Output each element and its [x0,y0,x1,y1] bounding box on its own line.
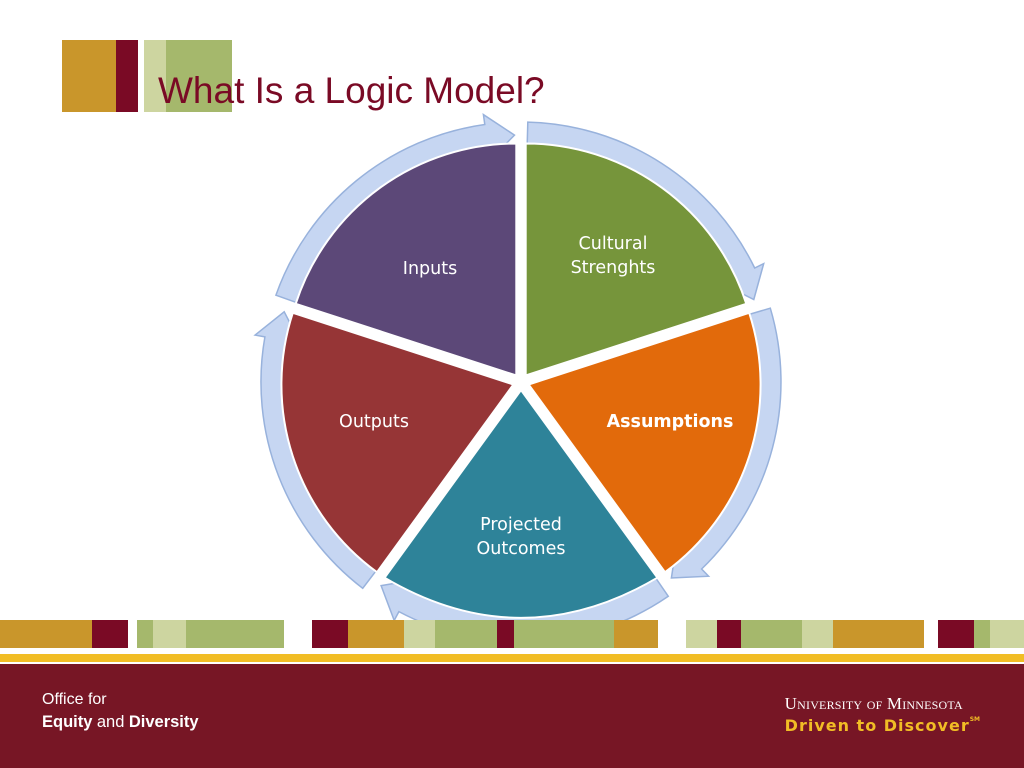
label-projected-outcomes-line: Outcomes [477,539,566,559]
stripe-block-5 [186,620,284,648]
segment-cultural-strengths [524,142,748,377]
service-mark: SM [969,716,980,723]
segment-assumptions [526,311,762,574]
stripe-block-1 [0,620,92,648]
tagline-text: Driven to Discover [784,716,970,735]
stripe-block-18 [938,620,974,648]
stripe-block-3 [137,620,153,648]
stripe-block-10 [497,620,514,648]
stripe-block-7 [348,620,404,648]
university-logo: University of Minnesota Driven to Discov… [785,694,980,735]
stripe-block-19 [974,620,990,648]
office-word-and: and [96,713,125,731]
stripe-block-16 [802,620,833,648]
stripe-block-2 [92,620,128,648]
label-cultural-strengths-line: Strenghts [571,258,656,278]
office-word-equity: Equity [42,713,93,731]
page-title: What Is a Logic Model? [158,70,545,111]
label-projected-outcomes-line: Projected [480,515,562,535]
stripe-block-20 [990,620,1024,648]
stripe-block-13 [686,620,717,648]
university-tagline: Driven to DiscoverSM [785,716,980,735]
segment-projected-outcomes [383,388,659,619]
segment-outputs [280,311,516,574]
stripe-block-8 [404,620,435,648]
label-assumptions-line: Assumptions [607,412,734,432]
office-line1: Office for [42,691,107,708]
label-assumptions: Assumptions [607,412,734,432]
office-word-diversity: Diversity [128,713,199,731]
stripe-block-17 [833,620,924,648]
stripe-block-4 [153,620,186,648]
label-outputs-line: Outputs [339,412,409,432]
university-name: University of Minnesota [784,694,963,713]
stripe-block-11 [514,620,614,648]
office-logo: Office for Equity and Diversity [42,688,199,734]
corner-color-blocks [62,40,232,112]
segment-inputs [294,142,518,377]
label-outputs: Outputs [339,412,409,432]
footer-bar [0,664,1024,768]
label-cultural-strengths-line: Cultural [579,234,648,254]
gold-divider-line [0,654,1024,662]
stripe-block-6 [312,620,348,648]
label-inputs: Inputs [403,259,457,279]
stripe-block-14 [717,620,741,648]
stripe-block-15 [741,620,802,648]
stripe-block-12 [614,620,658,648]
label-inputs-line: Inputs [403,259,457,279]
stripe-block-9 [435,620,497,648]
